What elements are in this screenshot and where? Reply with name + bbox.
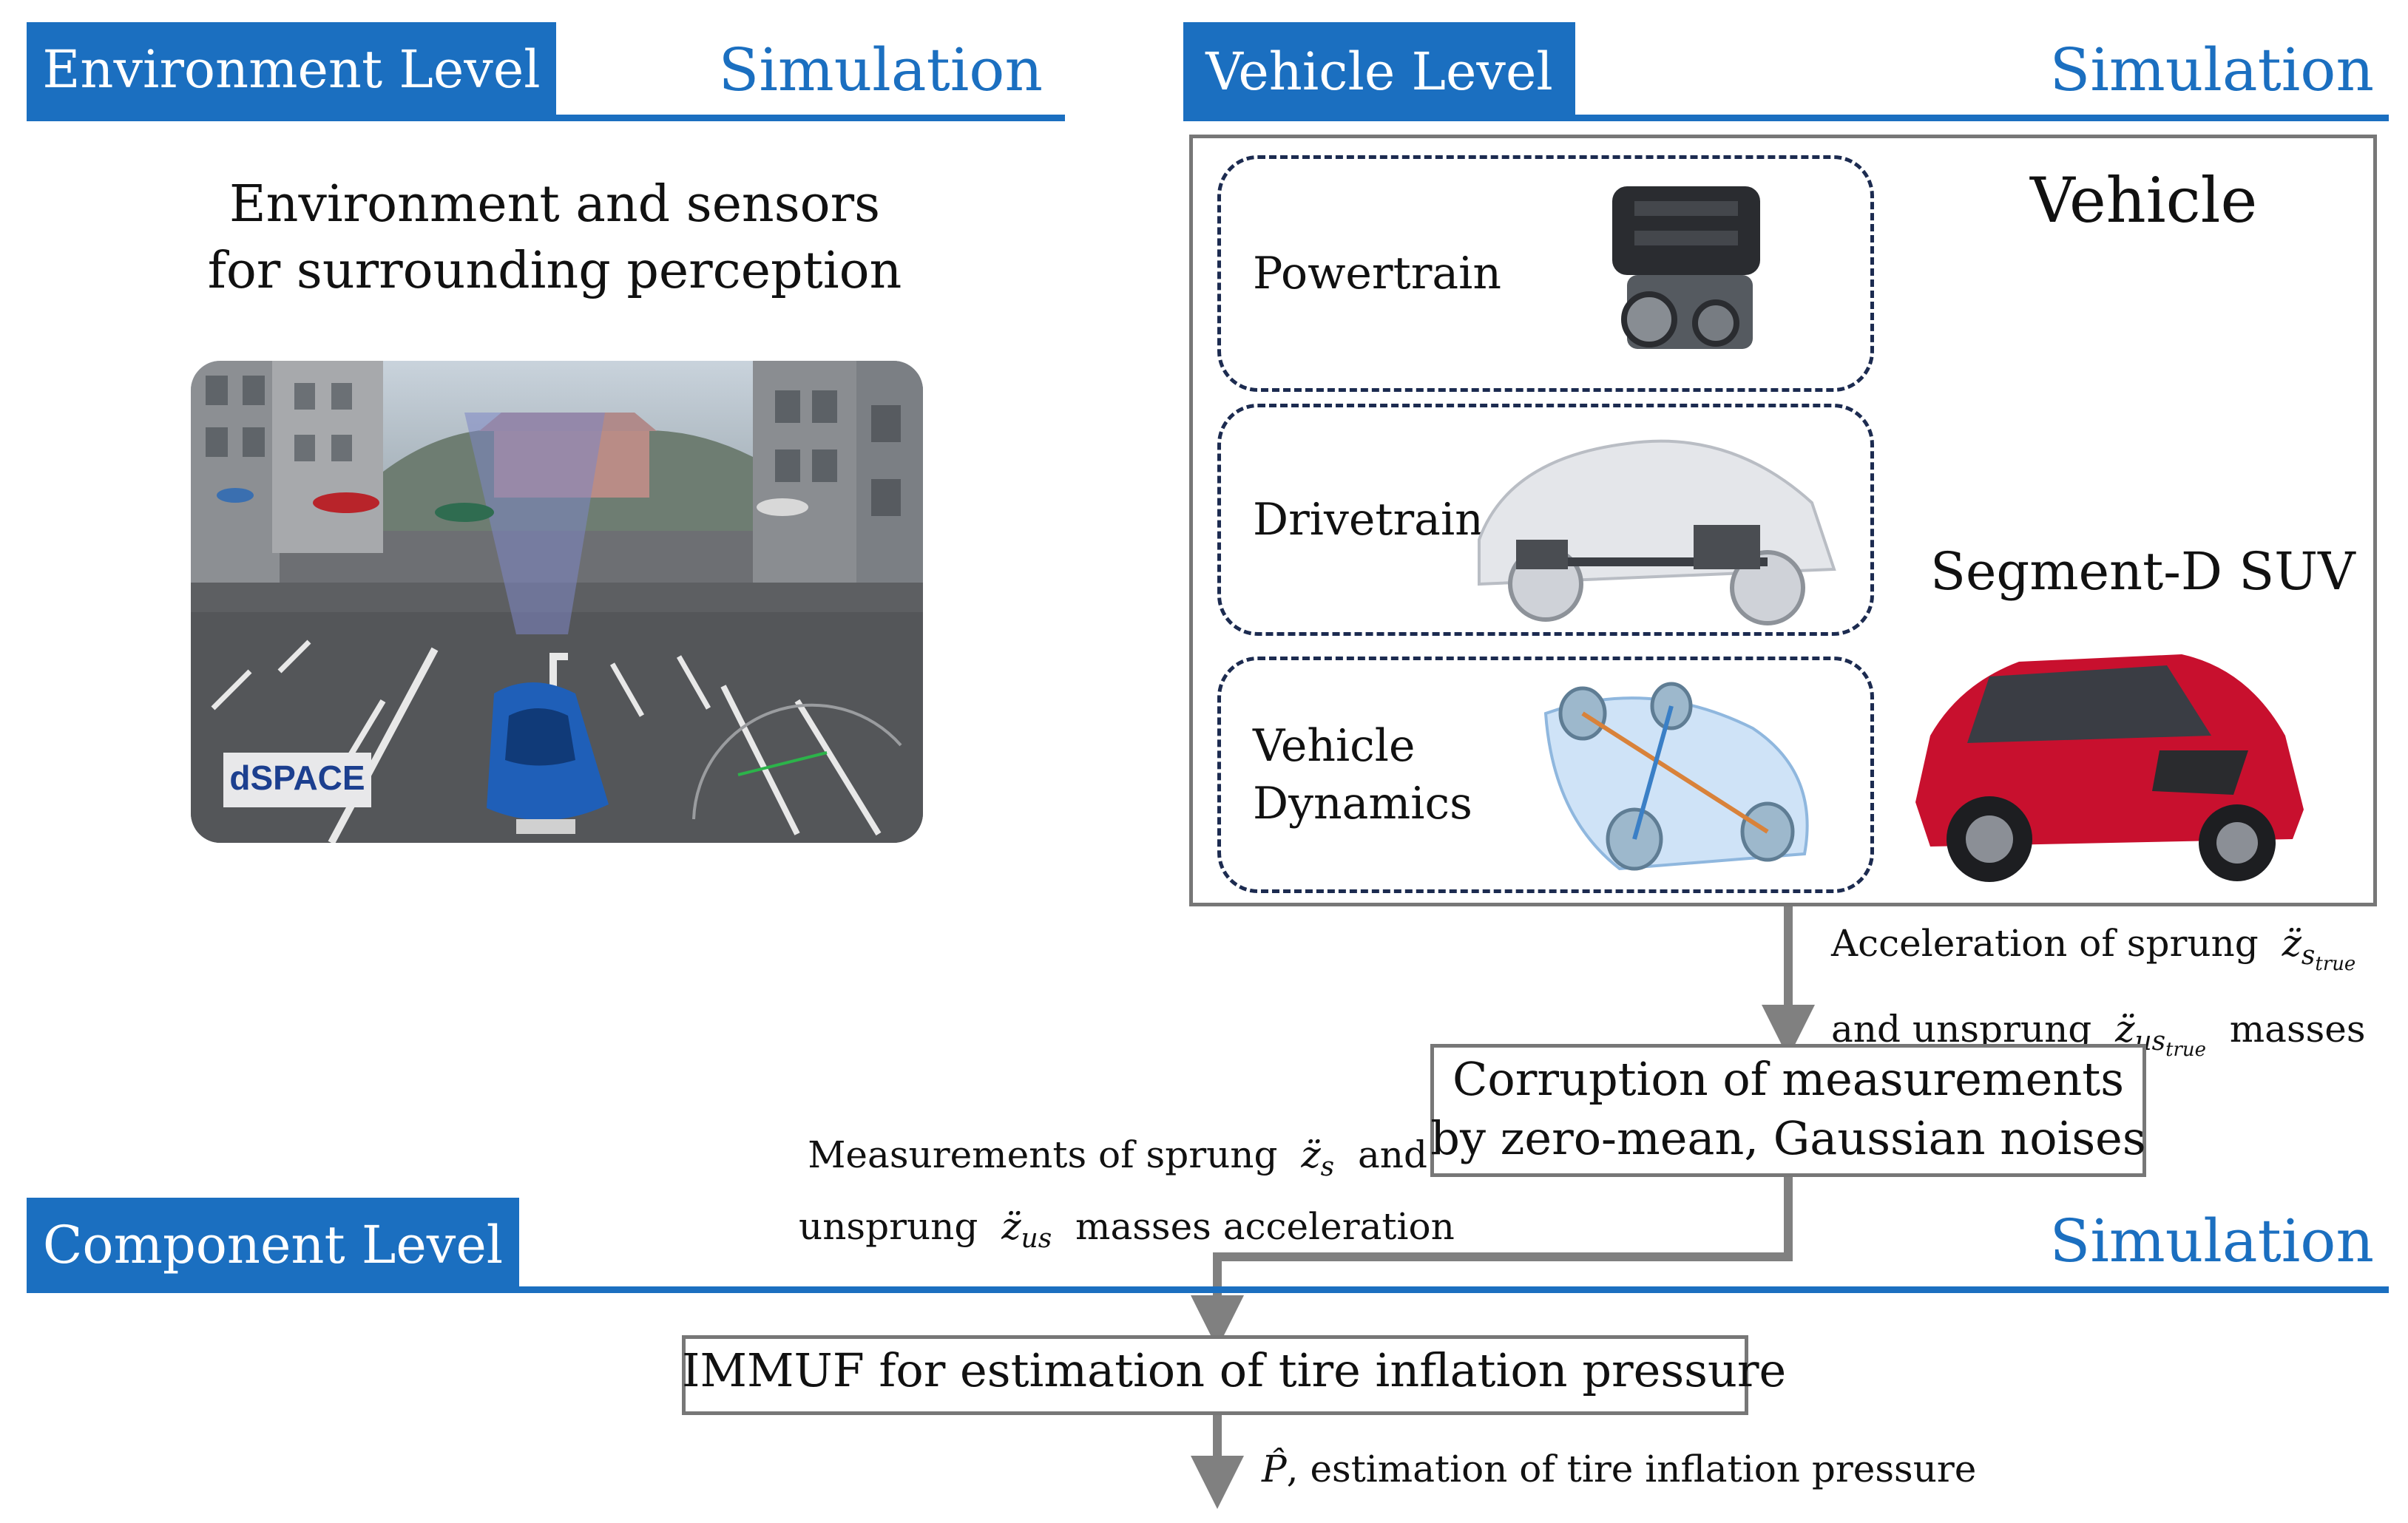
true-acceleration-line2: and unsprung z̈ustrue masses [1831, 1008, 2366, 1062]
vehicle-dynamics-label-line1: Vehicle [1253, 720, 1416, 772]
dspace-logo: dSPACE [229, 759, 365, 797]
powertrain-label: Powertrain [1253, 248, 1502, 299]
corruption-line2: by zero-mean, Gaussian noises [1430, 1111, 2146, 1165]
drivetrain-label: Drivetrain [1253, 494, 1484, 546]
powertrain-module [1217, 155, 1874, 392]
vehicle-level-label: Vehicle Level [1205, 41, 1553, 102]
vehicle-simulation-label: Simulation [2049, 35, 2374, 104]
vehicle-level-header: Vehicle Level [1183, 22, 1575, 121]
engine-icon [1612, 186, 1760, 349]
true-acceleration-line1: Acceleration of sprung z̈strue [1831, 922, 2356, 976]
environment-description: Environment and sensors for surrounding … [148, 172, 961, 305]
component-level-header: Component Level [27, 1198, 519, 1292]
corruption-line1: Corruption of measurements [1452, 1052, 2125, 1106]
immuf-estimator-box [682, 1335, 1748, 1415]
vehicle-title: Vehicle [2030, 164, 2258, 237]
z-s-symbol: z̈s [1289, 1133, 1335, 1182]
vehicle-header-rule [1183, 115, 2389, 121]
immuf-estimator-label: IMMUF for estimation of tire inflation p… [682, 1343, 1787, 1397]
environment-level-header: Environment Level [27, 22, 556, 117]
environment-description-line2: for surrounding perception [207, 242, 902, 300]
vehicle-dynamics-module [1217, 657, 1874, 893]
driving-simulation-screenshot: dSPACE [191, 361, 923, 843]
component-level-label: Component Level [42, 1215, 504, 1275]
environment-simulation-label: Simulation [718, 35, 1043, 104]
p-hat-symbol: P̂ [1262, 1448, 1287, 1490]
z-us-symbol: z̈us [990, 1205, 1052, 1254]
measured-acceleration-line2: unsprung z̈us masses acceleration [799, 1205, 1455, 1254]
component-header-rule [27, 1286, 2389, 1293]
component-simulation-label: Simulation [2049, 1207, 2374, 1275]
vehicle-dynamics-label: Vehicle Dynamics [1253, 717, 1472, 832]
suv-label: Segment-D SUV [1930, 541, 2355, 602]
measured-acceleration-label: Measurements of sprung z̈s and unsprung … [799, 1125, 1455, 1269]
measurement-corruption-text: Corruption of measurements by zero-mean,… [1430, 1050, 2146, 1168]
vehicle-dynamics-icon [1543, 682, 1809, 871]
measurement-corruption-box [1430, 1044, 2146, 1177]
z-s-true-symbol: z̈strue [2270, 922, 2356, 976]
environment-level-label: Environment Level [42, 39, 541, 100]
measured-acceleration-line1: Measurements of sprung z̈s and [808, 1133, 1427, 1182]
vehicle-dynamics-label-line2: Dynamics [1253, 778, 1472, 830]
red-suv-image [1915, 654, 2304, 882]
pressure-estimate-label: P̂, estimation of tire inflation pressur… [1262, 1448, 1977, 1490]
environment-description-line1: Environment and sensors [229, 175, 880, 234]
environment-header-rule [27, 115, 1065, 121]
true-acceleration-label: Acceleration of sprung z̈strue and unspr… [1831, 911, 2366, 1082]
driving-scene-graphic: dSPACE [191, 361, 923, 843]
drivetrain-car-icon [1478, 439, 1836, 625]
drivetrain-module [1217, 404, 1874, 636]
